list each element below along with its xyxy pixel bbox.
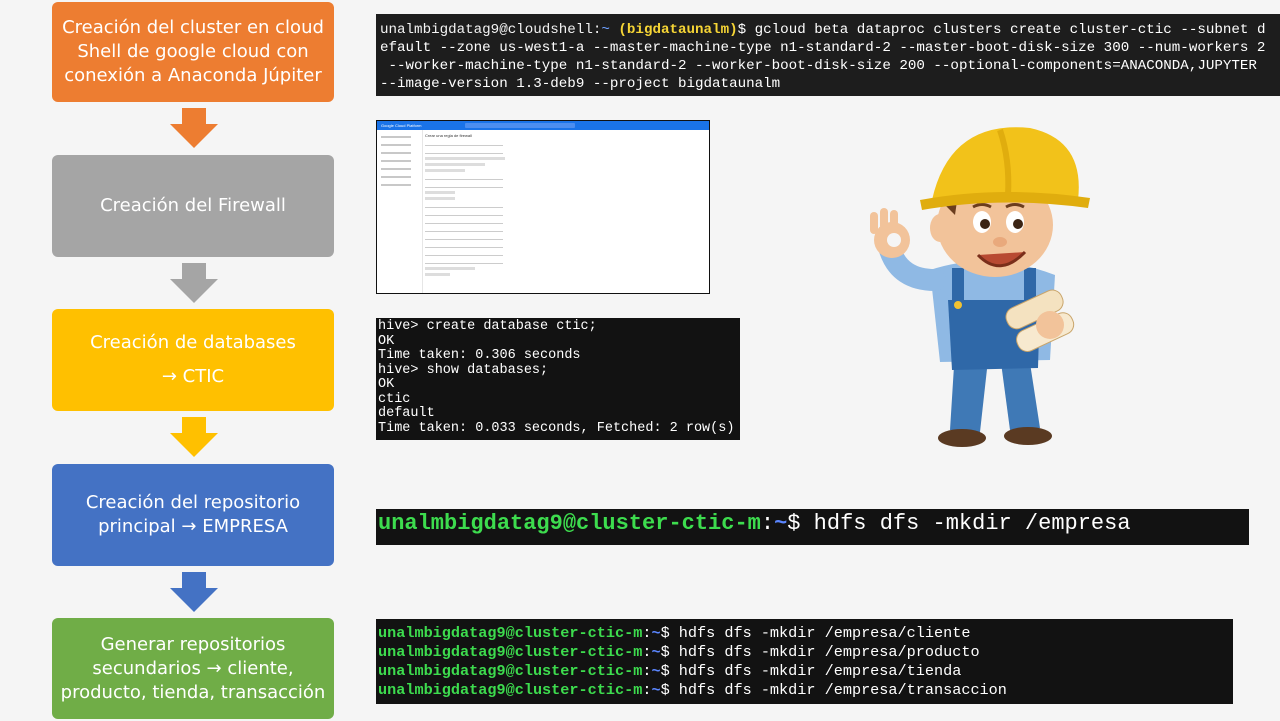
step-line: principal → EMPRESA — [98, 516, 288, 537]
gcp-sidebar — [377, 130, 423, 293]
hive-terminal: hive> create database ctic; OK Time take… — [376, 318, 740, 440]
step-line: producto, tienda, transacción — [60, 681, 326, 703]
terminal-command: $ hdfs dfs -mkdir /empresa/tienda — [660, 662, 962, 680]
terminal-host: unalmbigdatag9@cluster-ctic-m — [378, 624, 643, 642]
terminal-host: unalmbigdatag9@cluster-ctic-m — [378, 681, 643, 699]
terminal-sep: : — [642, 681, 652, 699]
terminal-prompt: $ — [737, 22, 755, 38]
terminal-user: unalmbigdatag9@cloudshell: — [380, 22, 602, 38]
step-firewall-creation: Creación del Firewall — [52, 155, 334, 257]
step-secondary-repositories: Generar repositorios secundarios → clien… — [52, 618, 334, 719]
gcp-product-name: Google Cloud Platform — [381, 123, 422, 128]
terminal-line: unalmbigdatag9@cloudshell:~ (bigdataunal… — [380, 21, 1276, 39]
gcp-page-title: Crear una regla de firewall — [425, 133, 472, 138]
terminal-sep: : — [642, 624, 652, 642]
gcp-search-bar — [465, 123, 576, 128]
terminal-line: hive> show databases; — [378, 362, 549, 378]
terminal-line: OK — [378, 333, 395, 349]
terminal-path: ~ — [601, 22, 610, 38]
terminal-line: ctic — [378, 391, 411, 407]
gcp-top-bar: Google Cloud Platform — [377, 121, 709, 130]
step-line: → CTIC — [161, 366, 225, 387]
terminal-path: ~ — [651, 643, 661, 661]
terminal-path: ~ — [651, 681, 661, 699]
arrow-down-icon — [170, 572, 218, 612]
terminal-command: gcloud beta dataproc clusters create clu… — [754, 22, 1266, 38]
step-line: Creación de databases — [90, 332, 296, 353]
terminal-line: unalmbigdatag9@cluster-ctic-m:~$ hdfs df… — [378, 643, 1231, 662]
cloudshell-terminal: unalmbigdatag9@cloudshell:~ (bigdataunal… — [376, 14, 1280, 96]
terminal-path: ~ — [651, 662, 661, 680]
hdfs-secondary-terminal: unalmbigdatag9@cluster-ctic-m:~$ hdfs df… — [376, 619, 1233, 704]
gcp-form: Crear una regla de firewall — [425, 133, 709, 293]
arrow-down-icon — [170, 417, 218, 457]
terminal-line: unalmbigdatag9@cluster-ctic-m:~$ hdfs df… — [378, 681, 1231, 700]
terminal-sep: : — [642, 662, 652, 680]
terminal-project: (bigdataunalm) — [618, 22, 738, 38]
construction-worker-illustration — [870, 127, 1090, 447]
terminal-host: unalmbigdatag9@cluster-ctic-m — [378, 643, 643, 661]
step-line: Generar repositorios — [100, 633, 286, 655]
terminal-line: unalmbigdatag9@cluster-ctic-m:~$ hdfs df… — [378, 662, 1231, 681]
terminal-line: Time taken: 0.306 seconds — [378, 348, 581, 363]
terminal-sep: : — [760, 511, 775, 536]
terminal-line: --image-version 1.3-deb9 --project bigda… — [380, 76, 781, 92]
terminal-path: ~ — [774, 511, 788, 536]
terminal-line: unalmbigdatag9@cluster-ctic-m:~$ hdfs df… — [378, 624, 1231, 643]
step-line: secundarios → cliente, — [92, 657, 294, 679]
arrow-down-icon — [170, 108, 218, 148]
arrow-down-icon — [170, 263, 218, 303]
terminal-line: OK — [378, 377, 395, 392]
step-line: Creación del cluster en cloud — [62, 17, 324, 38]
terminal-line: hive> create database ctic; — [378, 319, 597, 334]
terminal-line: --worker-machine-type n1-standard-2 --wo… — [380, 58, 1257, 74]
terminal-command: $ hdfs dfs -mkdir /empresa/cliente — [660, 624, 971, 642]
step-line: Creación del repositorio — [85, 492, 301, 513]
step-line: Creación del Firewall — [100, 195, 286, 216]
terminal-command: $ hdfs dfs -mkdir /empresa/transaccion — [660, 681, 1007, 699]
gcp-firewall-screenshot: Google Cloud Platform Crear una regla de… — [376, 120, 710, 294]
terminal-line: Time taken: 0.033 seconds, Fetched: 2 ro… — [378, 420, 735, 436]
terminal-command: $ hdfs dfs -mkdir /empresa — [787, 511, 1131, 536]
terminal-path: ~ — [651, 624, 661, 642]
terminal-line: unalmbigdatag9@cluster-ctic-m:~$ hdfs df… — [378, 510, 1247, 538]
terminal-line: default — [378, 406, 435, 421]
terminal-line: efault --zone us-west1-a --master-machin… — [380, 40, 1266, 56]
terminal-command: $ hdfs dfs -mkdir /empresa/producto — [660, 643, 980, 661]
hdfs-empresa-terminal: unalmbigdatag9@cluster-ctic-m:~$ hdfs df… — [376, 509, 1249, 545]
terminal-host: unalmbigdatag9@cluster-ctic-m — [378, 662, 643, 680]
step-main-repository: Creación del repositorio principal → EMP… — [52, 464, 334, 566]
step-line: conexión a Anaconda Júpiter — [64, 65, 322, 86]
step-line: Shell de google cloud con — [77, 41, 309, 62]
terminal-host: unalmbigdatag9@cluster-ctic-m — [378, 511, 761, 536]
step-cluster-creation: Creación del cluster en cloud Shell de g… — [52, 2, 334, 102]
step-database-creation: Creación de databases → CTIC — [52, 309, 334, 411]
terminal-sep: : — [642, 643, 652, 661]
